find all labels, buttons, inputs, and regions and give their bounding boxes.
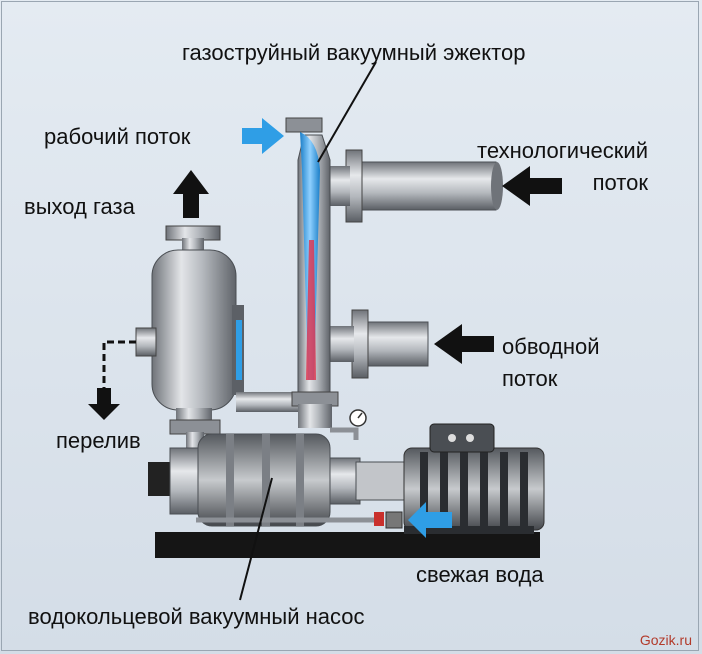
pressure-gauge — [330, 409, 367, 440]
label-gas-outlet: выход газа — [24, 194, 135, 219]
ejector-body — [285, 117, 339, 428]
label-pump: водокольцевой вакуумный насос — [28, 604, 365, 629]
label-bypass-flow-line2: поток — [502, 366, 558, 391]
gas-outlet-arrow-icon — [173, 170, 209, 218]
pump-leader-line — [239, 477, 273, 601]
technological-flow-arrow-icon — [502, 166, 562, 206]
vacuum-pump — [148, 433, 409, 527]
working-flow-arrow-icon — [242, 118, 284, 154]
label-overflow: перелив — [56, 428, 141, 453]
overflow-line — [102, 340, 136, 392]
electric-motor — [403, 423, 545, 534]
bypass-pipe — [330, 309, 429, 379]
bypass-flow-arrow-icon — [434, 324, 494, 364]
label-technological-flow-line1: технологический — [476, 138, 648, 163]
fresh-water-arrow-icon — [408, 502, 452, 538]
overflow-arrow-icon — [88, 388, 120, 420]
technological-pipe — [326, 149, 503, 223]
connecting-pipe — [236, 392, 306, 412]
label-technological-flow-line2: поток — [592, 170, 648, 195]
label-bypass-flow-line1: обводной — [502, 334, 600, 359]
base-plate — [155, 532, 540, 558]
water-line — [196, 511, 403, 529]
label-ejector: газоструйный вакуумный эжектор — [182, 40, 526, 65]
watermark: Gozik.ru — [639, 632, 692, 648]
label-fresh-water: свежая вода — [416, 562, 544, 587]
ejector-leader-line — [317, 61, 377, 163]
label-working-flow: рабочий поток — [44, 124, 191, 149]
separator-tank — [135, 225, 244, 452]
